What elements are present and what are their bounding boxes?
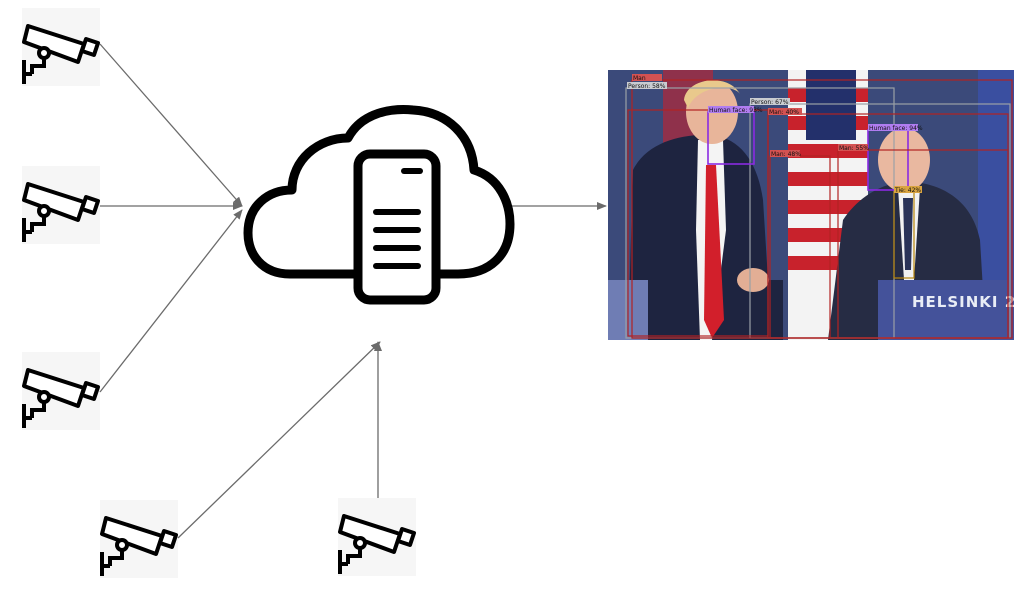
arrow-camera-3 — [99, 209, 243, 393]
detection-label: Man — [633, 75, 646, 82]
camera-2-icon — [20, 164, 102, 246]
camera-1-icon — [20, 6, 102, 88]
detection-label: Person: 67% — [751, 99, 789, 106]
right-podium — [878, 280, 1014, 340]
podium-text: HELSINKI 2 — [912, 293, 1014, 311]
handshake — [737, 268, 769, 292]
camera-4-icon — [98, 498, 180, 580]
bbox-man-55 — [837, 149, 1009, 339]
detection-label: Man: 55% — [839, 145, 869, 152]
detection-label: Human face: 94% — [869, 125, 923, 132]
detection-label: Man: 40% — [769, 109, 799, 116]
arrow-camera-1 — [99, 43, 243, 207]
detection-output-image: HELSINKI 2 Person: 58% Person: 67% Human… — [608, 70, 1014, 340]
cloud-server-icon — [243, 105, 515, 305]
arrow-camera-4 — [177, 341, 381, 539]
detection-label: Person: 58% — [628, 83, 666, 90]
camera-3-icon — [20, 350, 102, 432]
detection-label: Human face: 93% — [709, 107, 763, 114]
camera-5-icon — [336, 496, 418, 578]
bbox-man-2 — [627, 109, 769, 337]
detection-label: Tie: 42% — [894, 187, 921, 194]
detection-label: Man: 48% — [771, 151, 801, 158]
